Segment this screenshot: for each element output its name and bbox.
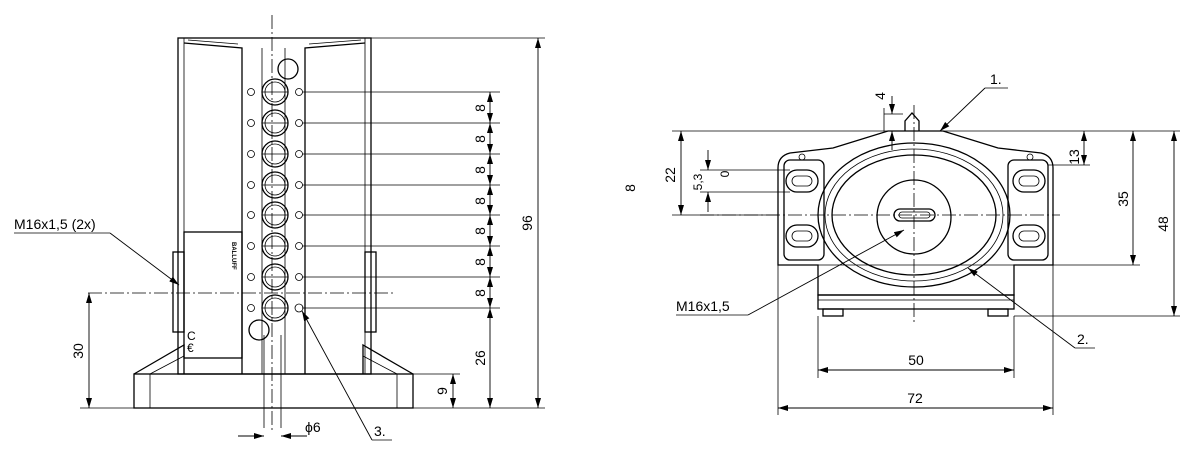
dim-8-label: 8: [622, 184, 638, 192]
slot-hole: [1012, 169, 1046, 193]
thread-label-side: M16x1,5 (2x): [14, 216, 96, 232]
callout-2-label: 2.: [1077, 331, 1089, 347]
height-label: 96: [519, 215, 535, 231]
bottom-hole: [248, 319, 270, 341]
front-body-outline: [777, 130, 1054, 296]
front-view: 4 1. 13 35 48 22 5,3 0 8 50: [622, 71, 1180, 415]
pitch-label: 8: [472, 227, 488, 235]
top-nose: [904, 112, 920, 131]
cam-row: [247, 78, 303, 106]
diameter-label: ϕ6: [305, 419, 321, 435]
cam-row: [247, 294, 304, 322]
dim-48-label: 48: [1155, 216, 1171, 232]
connector-boss-right: [364, 251, 377, 333]
top-hole: [277, 58, 299, 80]
pitch-label: 8: [472, 104, 488, 112]
dim-22-label: 22: [662, 167, 678, 183]
pitch-label: 8: [472, 166, 488, 174]
bottom-dim-label: 26: [472, 350, 488, 366]
cam-row: [247, 201, 303, 229]
top-dim-label: 4: [872, 92, 888, 100]
brand-label: BALLUFF: [230, 242, 236, 270]
callout-2-leader: [967, 267, 1076, 349]
side-view: BALLUFF C €: [14, 15, 545, 441]
pitch-dimensions: 8 8 8 8 8 8 8 26: [472, 92, 493, 408]
cam-row: [247, 263, 303, 291]
thread-leader-side: [109, 232, 180, 286]
dim-0-label: 0: [718, 170, 732, 177]
dim-35-label: 35: [1115, 191, 1131, 207]
bracket-right: [1007, 159, 1049, 261]
ce-mark-2: €: [187, 341, 194, 355]
callout-3-label: 3.: [374, 423, 386, 439]
cam-row: [247, 232, 303, 260]
width-50-label: 50: [908, 352, 924, 368]
width-72-label: 72: [907, 390, 923, 406]
slot-hole: [1012, 224, 1046, 248]
pitch-label: 8: [472, 197, 488, 205]
pitch-label: 8: [472, 135, 488, 143]
front-base-plate: [817, 294, 1015, 310]
slot-hole: [785, 169, 819, 193]
dim-13-label: 13: [1066, 149, 1082, 165]
axis-height-label: 30: [70, 343, 86, 359]
pitch-label: 8: [472, 258, 488, 266]
base-plate: [133, 373, 414, 409]
slot-hole: [785, 224, 819, 248]
cam-row: [247, 140, 303, 168]
foot: [822, 308, 844, 317]
cam-row: [247, 109, 303, 137]
cam-row: [247, 171, 303, 199]
dim-5-3-label: 5,3: [691, 173, 705, 190]
foot: [987, 308, 1009, 317]
callout-1-leader: [939, 87, 986, 132]
callout-3-leader: [301, 310, 373, 441]
callout-1-label: 1.: [990, 71, 1002, 87]
pitch-label: 8: [472, 289, 488, 297]
base-height-label: 9: [434, 387, 450, 395]
bracket-left: [783, 159, 825, 261]
thread-leader-front: [747, 229, 905, 316]
housing-outline: [177, 37, 372, 375]
label-plate: [183, 231, 243, 359]
ce-mark: C: [187, 329, 196, 343]
base-wing-right: [362, 343, 414, 375]
thread-label-front: M16x1,5: [676, 298, 730, 314]
